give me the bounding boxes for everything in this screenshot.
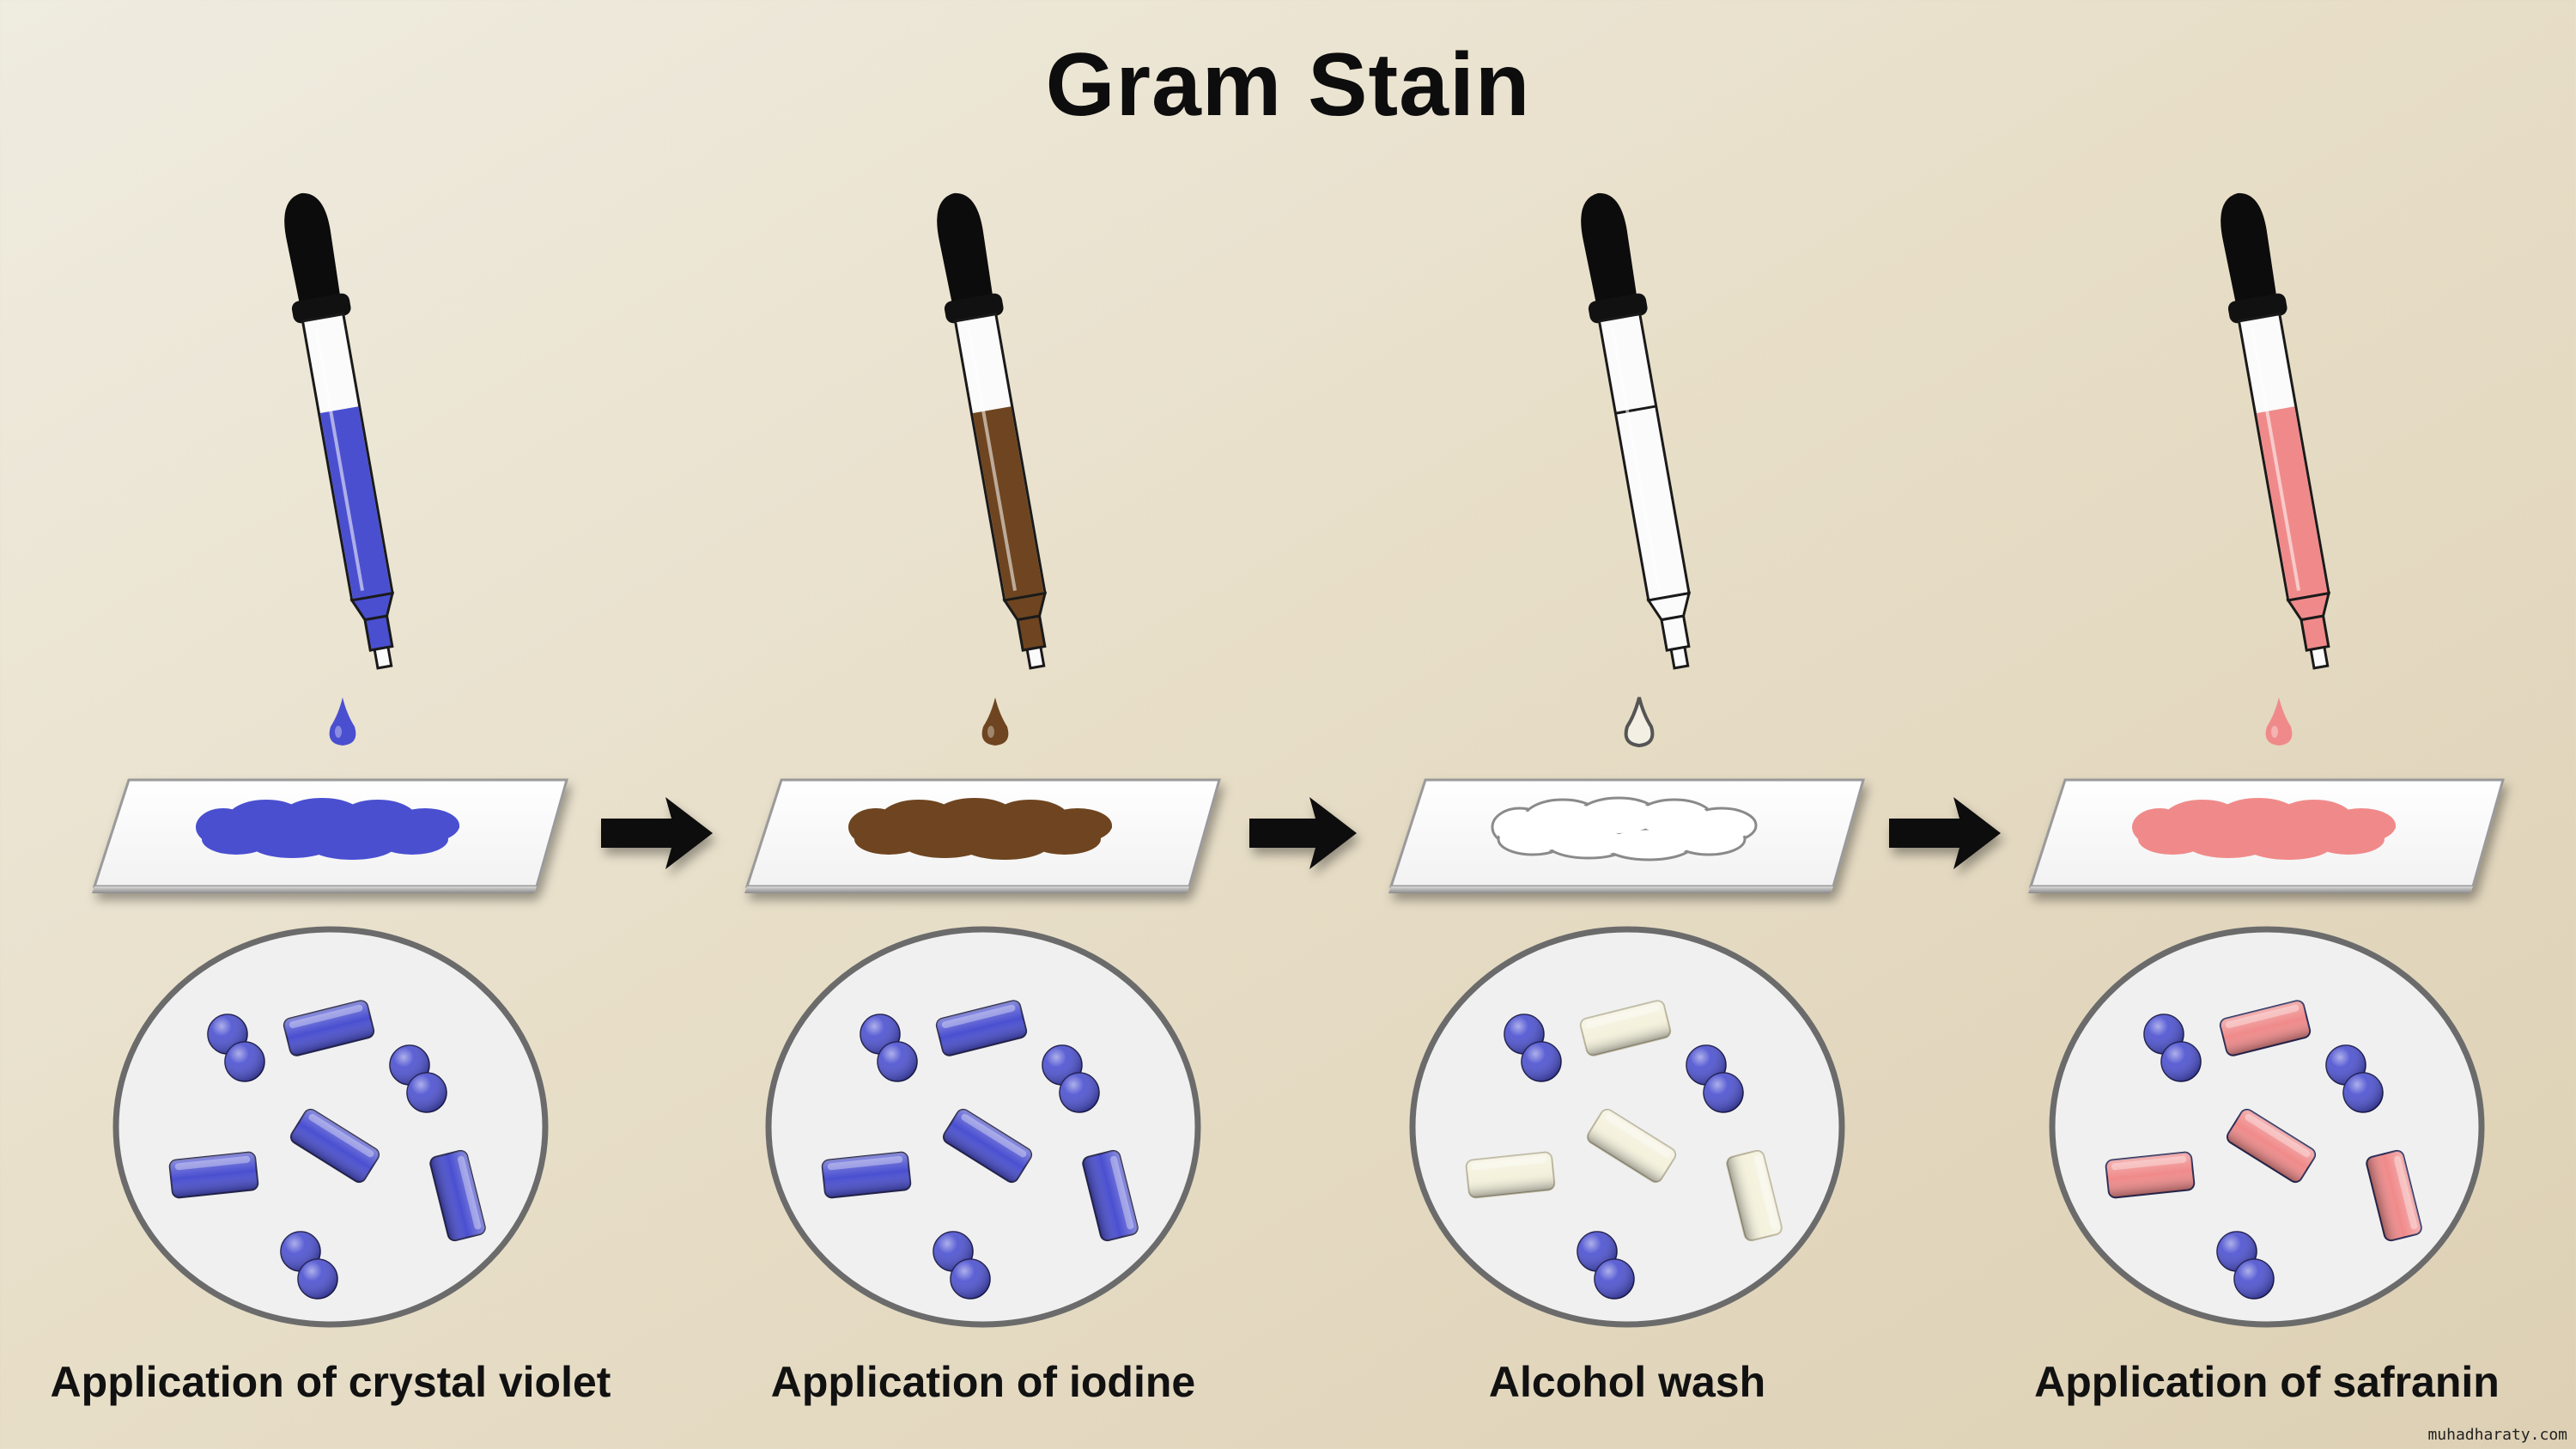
bacillus-rod: [1586, 1108, 1677, 1184]
droplet-icon: [981, 697, 1009, 746]
dropper-tip: [1025, 645, 1046, 670]
dropper-bulb: [2221, 193, 2277, 306]
dropper-liquid: [972, 406, 1044, 600]
microscope-field: [2049, 926, 2485, 1328]
arrow-right-icon: [1889, 797, 2001, 869]
coccus-pair: [2143, 1014, 2202, 1082]
dropper-nozzle: [363, 614, 394, 652]
coccus-pair: [1686, 1044, 1744, 1113]
bacillus-rod: [2226, 1108, 2317, 1184]
arrow-right-icon: [1249, 797, 1357, 869]
bacillus-rod: [429, 1149, 486, 1242]
step-caption: Application of crystal violet: [50, 1358, 611, 1406]
dropper-liquid: [319, 406, 392, 600]
dropper-nozzle: [1016, 614, 1047, 652]
watermark-text: muhadharaty.com: [2427, 1426, 2567, 1444]
dropper-nozzle: [2300, 614, 2330, 652]
dropper-bulb: [1581, 193, 1637, 306]
droplet-icon: [2265, 697, 2293, 746]
dropper-bulb: [937, 193, 993, 306]
microscope-field: [1409, 926, 1845, 1328]
dropper-icon: [937, 193, 1048, 670]
bacillus-rod: [935, 1000, 1028, 1056]
stain-smear: [1491, 796, 1758, 861]
bacillus-rod: [168, 1151, 259, 1199]
stain-step: [92, 193, 568, 1328]
step-caption: Alcohol wash: [1488, 1358, 1766, 1406]
coccus-pair: [1504, 1014, 1562, 1082]
dropper-bulb: [284, 193, 341, 306]
bacillus-rod: [2219, 1000, 2312, 1056]
coccus-pair: [2216, 1231, 2275, 1300]
coccus-pair: [933, 1231, 991, 1300]
dropper-tip: [373, 645, 393, 670]
stain-smear: [848, 798, 1112, 860]
coccus-pair: [389, 1044, 447, 1113]
dropper-tip: [2309, 645, 2330, 670]
bacillus-rod: [1726, 1149, 1783, 1242]
coccus-pair: [860, 1014, 918, 1082]
dropper-tip: [1669, 645, 1690, 670]
bacillus-rod: [1465, 1151, 1556, 1199]
diagram-title: Gram Stain: [1045, 35, 1531, 135]
dropper-level-line: [1615, 405, 1656, 415]
dropper-icon: [1581, 193, 1692, 670]
dropper-icon: [2221, 193, 2331, 670]
microscope-field: [765, 926, 1201, 1328]
coccus-pair: [2325, 1044, 2384, 1113]
stain-step: [2028, 193, 2505, 1328]
arrow-right-icon: [601, 797, 713, 869]
stain-smear: [2132, 798, 2396, 860]
dropper-liquid: [2256, 406, 2328, 600]
bacillus-rod: [283, 1000, 375, 1056]
bacillus-rod: [289, 1108, 380, 1184]
dropper-nozzle: [1660, 614, 1691, 652]
stain-step: [744, 193, 1221, 1328]
droplet-icon: [329, 697, 356, 746]
stain-smear: [196, 798, 459, 860]
microscope-field: [112, 926, 549, 1328]
dropper-icon: [284, 193, 395, 670]
step-caption: Application of safranin: [2034, 1358, 2500, 1406]
bacillus-rod: [2366, 1149, 2422, 1242]
bacillus-rod: [942, 1108, 1033, 1184]
coccus-pair: [280, 1231, 338, 1300]
bacillus-rod: [1082, 1149, 1139, 1242]
dropper-barrel: [1597, 312, 1691, 602]
coccus-pair: [1042, 1044, 1100, 1113]
step-caption: Application of iodine: [770, 1358, 1196, 1406]
bacillus-rod: [1579, 1000, 1672, 1056]
coccus-pair: [207, 1014, 265, 1082]
coccus-pair: [1577, 1231, 1635, 1300]
bacillus-rod: [2105, 1151, 2196, 1199]
stain-step: [1388, 193, 1865, 1328]
bacillus-rod: [821, 1151, 912, 1199]
droplet-icon: [1624, 697, 1655, 748]
